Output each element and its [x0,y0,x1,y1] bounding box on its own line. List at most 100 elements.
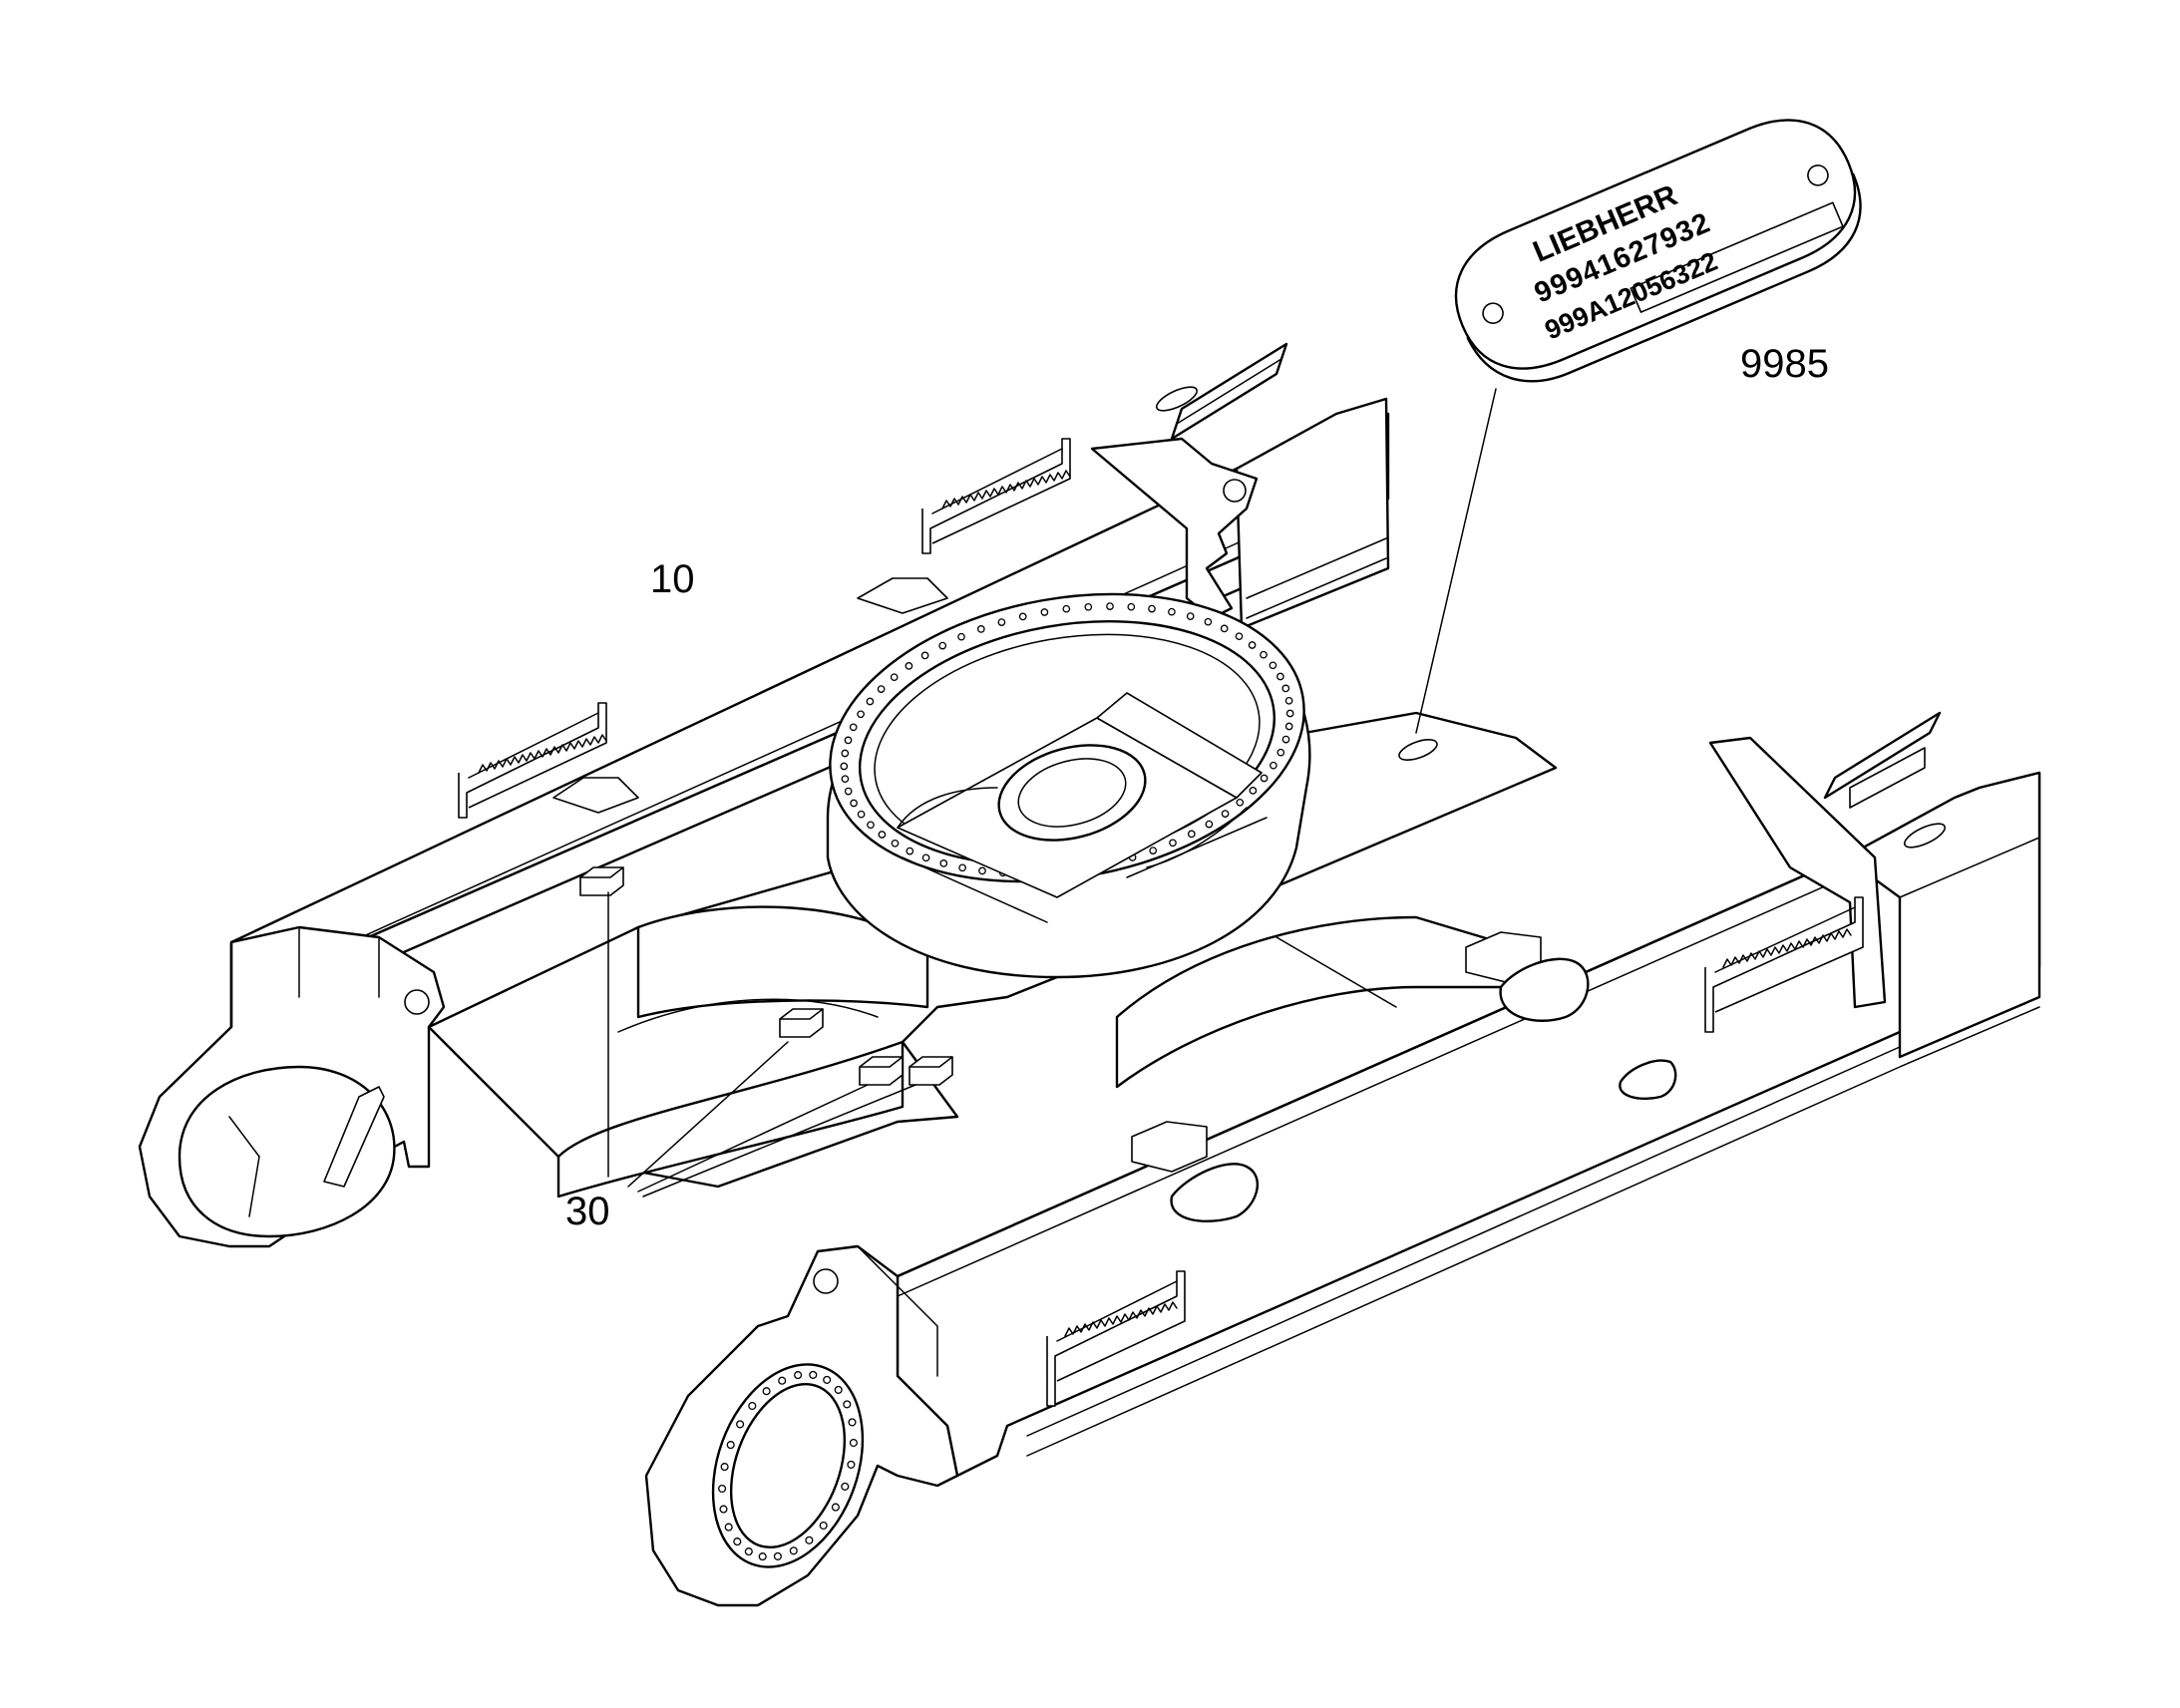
bolt-hole [1084,602,1093,611]
bolt-hole [719,1505,728,1514]
callout-9985: 9985 [1740,342,1829,386]
bolt-hole [841,1482,850,1491]
bolt-hole [1248,641,1257,649]
bolt-hole [1260,650,1268,659]
bolt-hole [1148,604,1156,613]
bolt-hole [841,749,850,758]
bolt-hole [957,632,965,641]
bolt-hole [834,1385,843,1394]
lower-rack-front [1046,1270,1186,1407]
bolt-hole [1186,612,1195,620]
callout-10: 10 [650,557,695,601]
bolt-hole [778,1376,787,1385]
bolt-hole [844,787,853,796]
bolt-hole [1260,774,1269,783]
bolt-hole [819,1521,828,1531]
bolt-hole [794,1371,803,1380]
bolt-hole [809,1370,818,1379]
bolt-hole [726,1441,735,1450]
bolt-hole [1276,748,1285,757]
bolt-hole [733,1537,742,1546]
idler-bolt-holes [718,1370,858,1561]
bolt-hole [1284,722,1293,731]
bolt-hole [877,685,886,693]
bolt-hole [844,736,853,745]
bolt-hole [938,641,947,650]
bolt-hole [849,1438,858,1448]
bolt-hole [976,625,985,633]
bolt-hole [1018,612,1027,621]
bolt-hole [857,710,865,719]
bolt-hole [866,697,875,706]
bolt-hole [1284,696,1293,705]
bolt-hole [1187,830,1196,839]
bolt-hole [847,1460,856,1469]
bolt-hole [841,775,850,784]
bolt-hole [1276,672,1284,681]
bolt-hole [890,673,899,682]
callout-30: 30 [565,1190,610,1233]
bolt-hole [789,1546,798,1555]
bolt-hole [720,1463,729,1472]
upper-rack-left [458,702,607,819]
wear-pads [579,866,953,1086]
bolt-hole [1269,661,1277,670]
bolt-hole [758,1552,767,1561]
lower-rack-rear [1704,896,1864,1033]
bolt-hole [1220,624,1229,633]
bolt-hole [718,1484,727,1494]
bolt-hole [906,847,914,855]
bolt-hole [857,810,866,819]
bolt-hole [736,1420,745,1429]
bolt-hole [1062,604,1071,613]
bolt-hole [978,866,986,875]
bolt-hole [1205,820,1214,829]
bolt-hole [1106,602,1114,610]
bolt-hole [891,839,900,848]
bolt-hole [920,651,929,660]
bolt-hole [1236,798,1245,807]
bolt-hole [1235,632,1244,641]
bolt-hole [848,1418,857,1427]
bolt-hole [958,863,966,872]
lower-side-frame [896,711,2041,1478]
bolt-hole [744,1547,753,1556]
bolt-hole [748,1401,757,1411]
bolt-hole [939,859,948,867]
bolt-hole [1040,608,1049,616]
bolt-hole [805,1536,814,1544]
bolt-hole [1168,607,1176,616]
upper-side-frame [229,342,1390,1029]
bolt-hole [850,799,858,808]
bolt-hole [1221,810,1230,818]
bolt-hole [1204,617,1213,626]
bolt-hole [724,1523,733,1532]
bolt-hole [843,1400,852,1409]
bolt-hole [1281,684,1290,693]
bolt-hole [997,618,1006,626]
slewing-ring-bolt-holes [840,602,1294,877]
upper-rack-middle [921,438,1071,554]
bolt-hole [1249,787,1258,795]
bolt-hole [1281,735,1290,744]
leader-lines [607,388,1497,1197]
bolt-hole [823,1375,832,1384]
bolt-hole [773,1551,782,1560]
bolt-hole [878,831,887,839]
bolt-hole [867,821,875,830]
bolt-hole [1127,602,1136,611]
upper-idler-end [138,925,446,1248]
lower-idler-end [644,1244,959,1607]
bolt-hole [1169,839,1177,848]
slewing-ring [826,592,1311,979]
bolt-hole [831,1503,840,1512]
bolt-hole [1270,761,1277,770]
name-plate: LIEBHERR 99941627932 999A12056322 [1454,119,1862,383]
bolt-hole [1149,847,1158,854]
bolt-hole [762,1387,771,1396]
bolt-hole [849,723,858,732]
bolt-hole [905,662,913,670]
bolt-hole [840,762,849,771]
bolt-hole [921,854,930,862]
